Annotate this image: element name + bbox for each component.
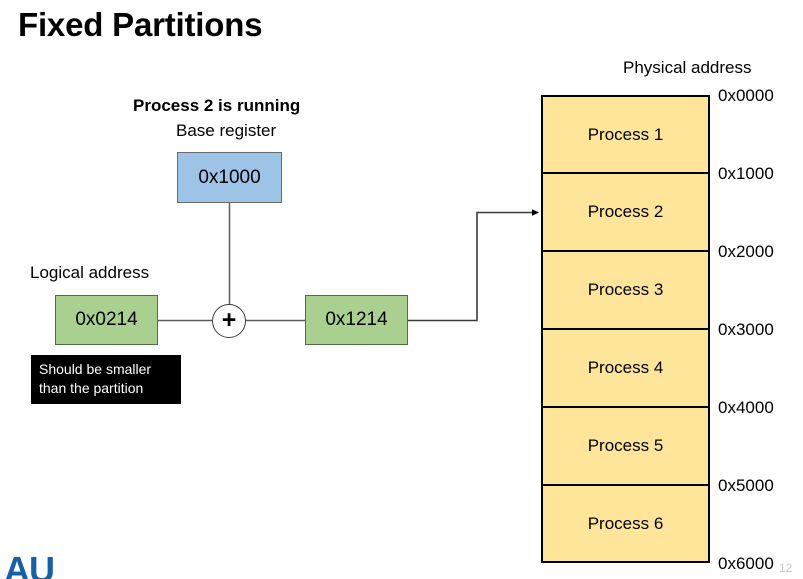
address-tick-label: 0x1000 [718, 164, 774, 183]
page-title: Fixed Partitions [18, 6, 263, 43]
physical-address-heading: Physical address [623, 58, 752, 77]
address-tick-label: 0x6000 [718, 554, 774, 573]
address-tick-label: 0x2000 [718, 242, 774, 261]
memory-block: Process 6 [541, 485, 710, 563]
base-register-box: 0x1000 [177, 152, 282, 203]
partition-note: Should be smaller than the partition [31, 355, 181, 404]
page-number: 12 [779, 561, 793, 575]
computed-physical-address-box: 0x1214 [305, 295, 408, 345]
memory-block: Process 1 [541, 95, 710, 173]
base-register-label: Base register [176, 121, 277, 140]
logical-address-label: Logical address [30, 263, 150, 282]
address-tick-label: 0x5000 [718, 476, 774, 495]
address-tick-label: 0x0000 [718, 86, 774, 105]
memory-block: Process 3 [541, 251, 710, 329]
memory-block: Process 5 [541, 407, 710, 485]
memory-block: Process 4 [541, 329, 710, 407]
memory-block: Process 2 [541, 173, 710, 251]
address-tick-label: 0x3000 [718, 320, 774, 339]
adder-node: + [212, 304, 246, 338]
address-tick-label: 0x4000 [718, 398, 774, 417]
process-running-label: Process 2 is running [133, 96, 301, 115]
plus-icon: + [221, 305, 237, 334]
organization-logo: AU [4, 552, 54, 579]
logical-address-box: 0x0214 [55, 295, 158, 345]
